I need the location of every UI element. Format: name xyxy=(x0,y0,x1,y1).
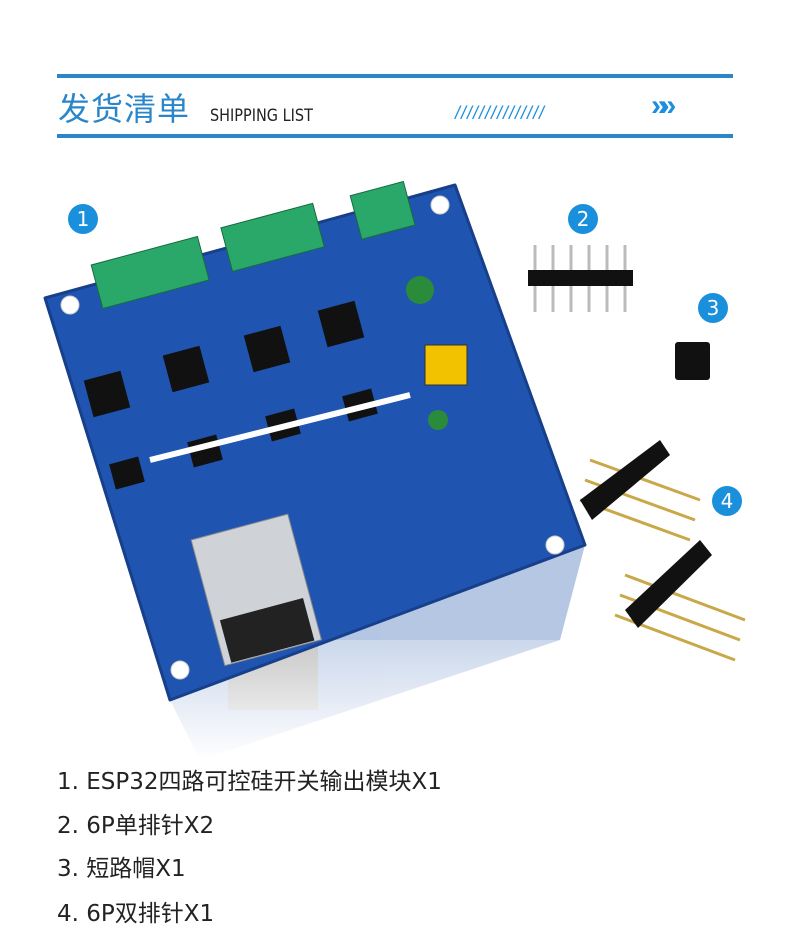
pcb-board xyxy=(43,180,587,702)
double-row-headers xyxy=(579,440,746,662)
capacitor xyxy=(406,276,434,304)
list-item: 4. 6P双排针X1 xyxy=(57,901,215,927)
single-row-header xyxy=(528,245,633,312)
section-subtitle: SHIPPING LIST xyxy=(210,106,313,126)
list-item: 2. 6P单排针X2 xyxy=(57,813,215,839)
transformer xyxy=(424,344,468,386)
jumper-cap xyxy=(675,342,710,380)
badge-3: 3 xyxy=(698,293,728,323)
list-item: 3. 短路帽X1 xyxy=(57,856,186,882)
decorative-slashes: /////////////// xyxy=(455,103,546,123)
badge-1: 1 xyxy=(68,204,98,234)
list-item: 1. ESP32四路可控硅开关输出模块X1 xyxy=(57,769,442,795)
header-top-rule xyxy=(57,74,733,78)
terminal-blocks xyxy=(90,180,416,310)
section-title: 发货清单 xyxy=(58,90,191,128)
esp32-module xyxy=(190,513,323,667)
header-bottom-rule xyxy=(57,134,733,138)
badge-2: 2 xyxy=(568,204,598,234)
badge-4: 4 xyxy=(712,486,742,516)
